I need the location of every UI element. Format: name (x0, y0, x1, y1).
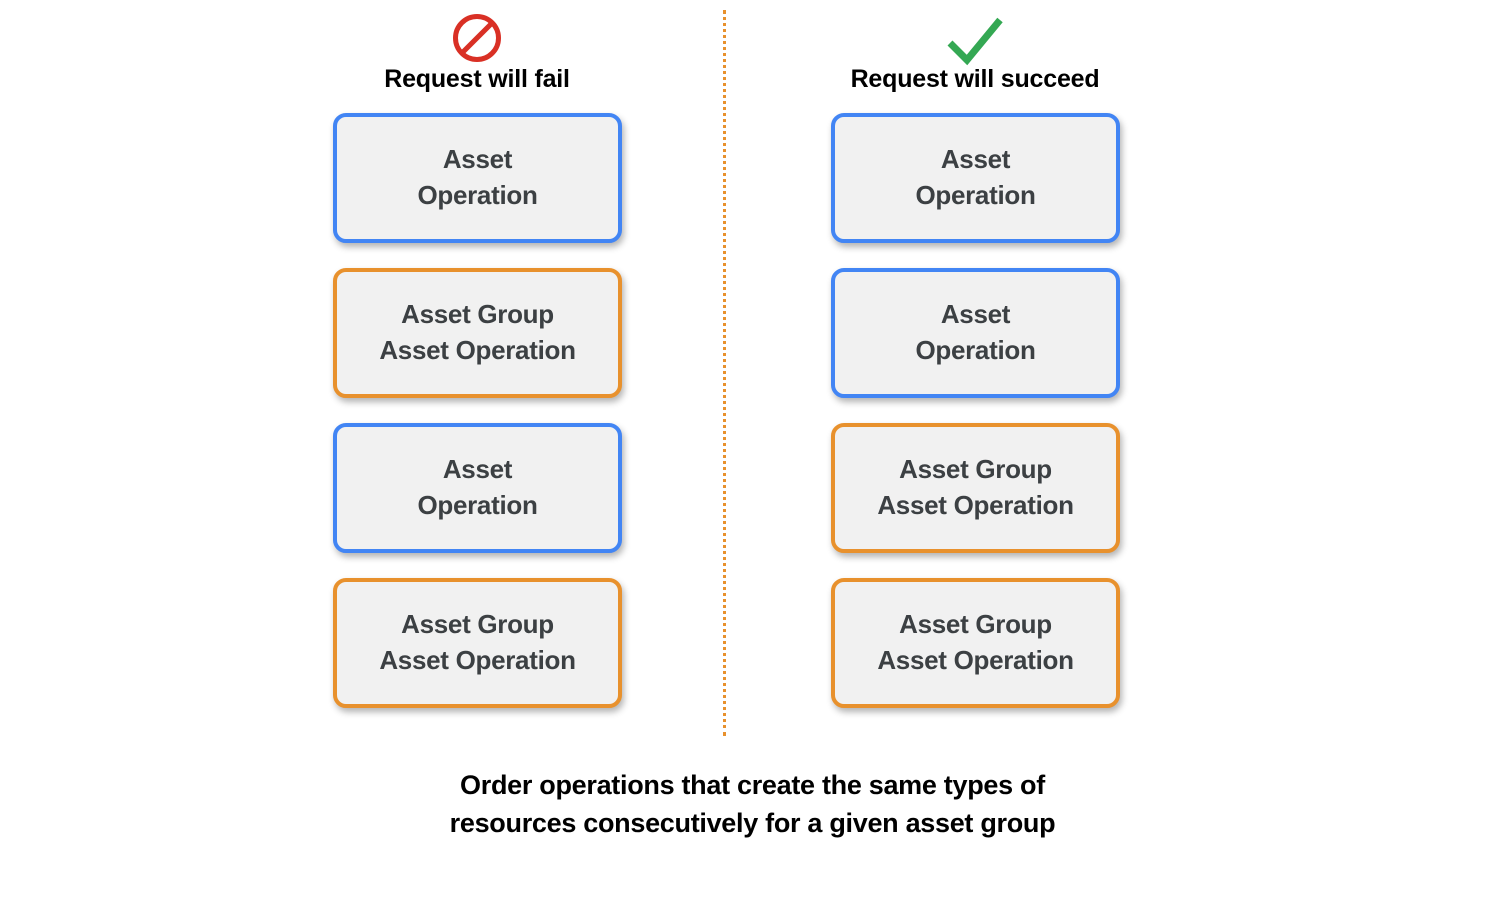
operation-box-label: Asset Group Asset Operation (877, 454, 1074, 520)
operation-box[interactable]: Asset Operation (831, 113, 1120, 243)
operation-box[interactable]: Asset Group Asset Operation (831, 423, 1120, 553)
box-list-succeed: Asset Operation Asset Operation Asset Gr… (831, 113, 1120, 733)
operation-box[interactable]: Asset Operation (333, 423, 622, 553)
column-title-succeed: Request will succeed (850, 65, 1100, 93)
column-header-fail: Request will fail (327, 10, 627, 110)
column-header-succeed: Request will succeed (825, 10, 1125, 110)
operation-box-label: Asset Group Asset Operation (877, 609, 1074, 675)
operation-box[interactable]: Asset Group Asset Operation (333, 578, 622, 708)
column-title-fail: Request will fail (384, 65, 570, 93)
operation-box-label: Asset Operation (417, 454, 538, 520)
operation-box-label: Asset Group Asset Operation (379, 299, 576, 365)
operation-box-label: Asset Operation (915, 144, 1036, 210)
diagram-caption: Order operations that create the same ty… (449, 770, 1056, 839)
check-icon (825, 10, 1125, 66)
operation-box-label: Asset Operation (417, 144, 538, 210)
column-succeed: Request will succeed Asset Operation Ass… (825, 10, 1125, 708)
operation-box[interactable]: Asset Group Asset Operation (831, 578, 1120, 708)
operation-box-label: Asset Group Asset Operation (379, 609, 576, 675)
operation-box[interactable]: Asset Operation (831, 268, 1120, 398)
operation-box[interactable]: Asset Group Asset Operation (333, 268, 622, 398)
dotted-divider (723, 10, 726, 736)
column-fail: Request will fail Asset Operation Asset … (327, 10, 627, 708)
prohibition-icon (327, 10, 627, 66)
box-list-fail: Asset Operation Asset Group Asset Operat… (333, 113, 622, 733)
operation-box[interactable]: Asset Operation (333, 113, 622, 243)
operation-box-label: Asset Operation (915, 299, 1036, 365)
